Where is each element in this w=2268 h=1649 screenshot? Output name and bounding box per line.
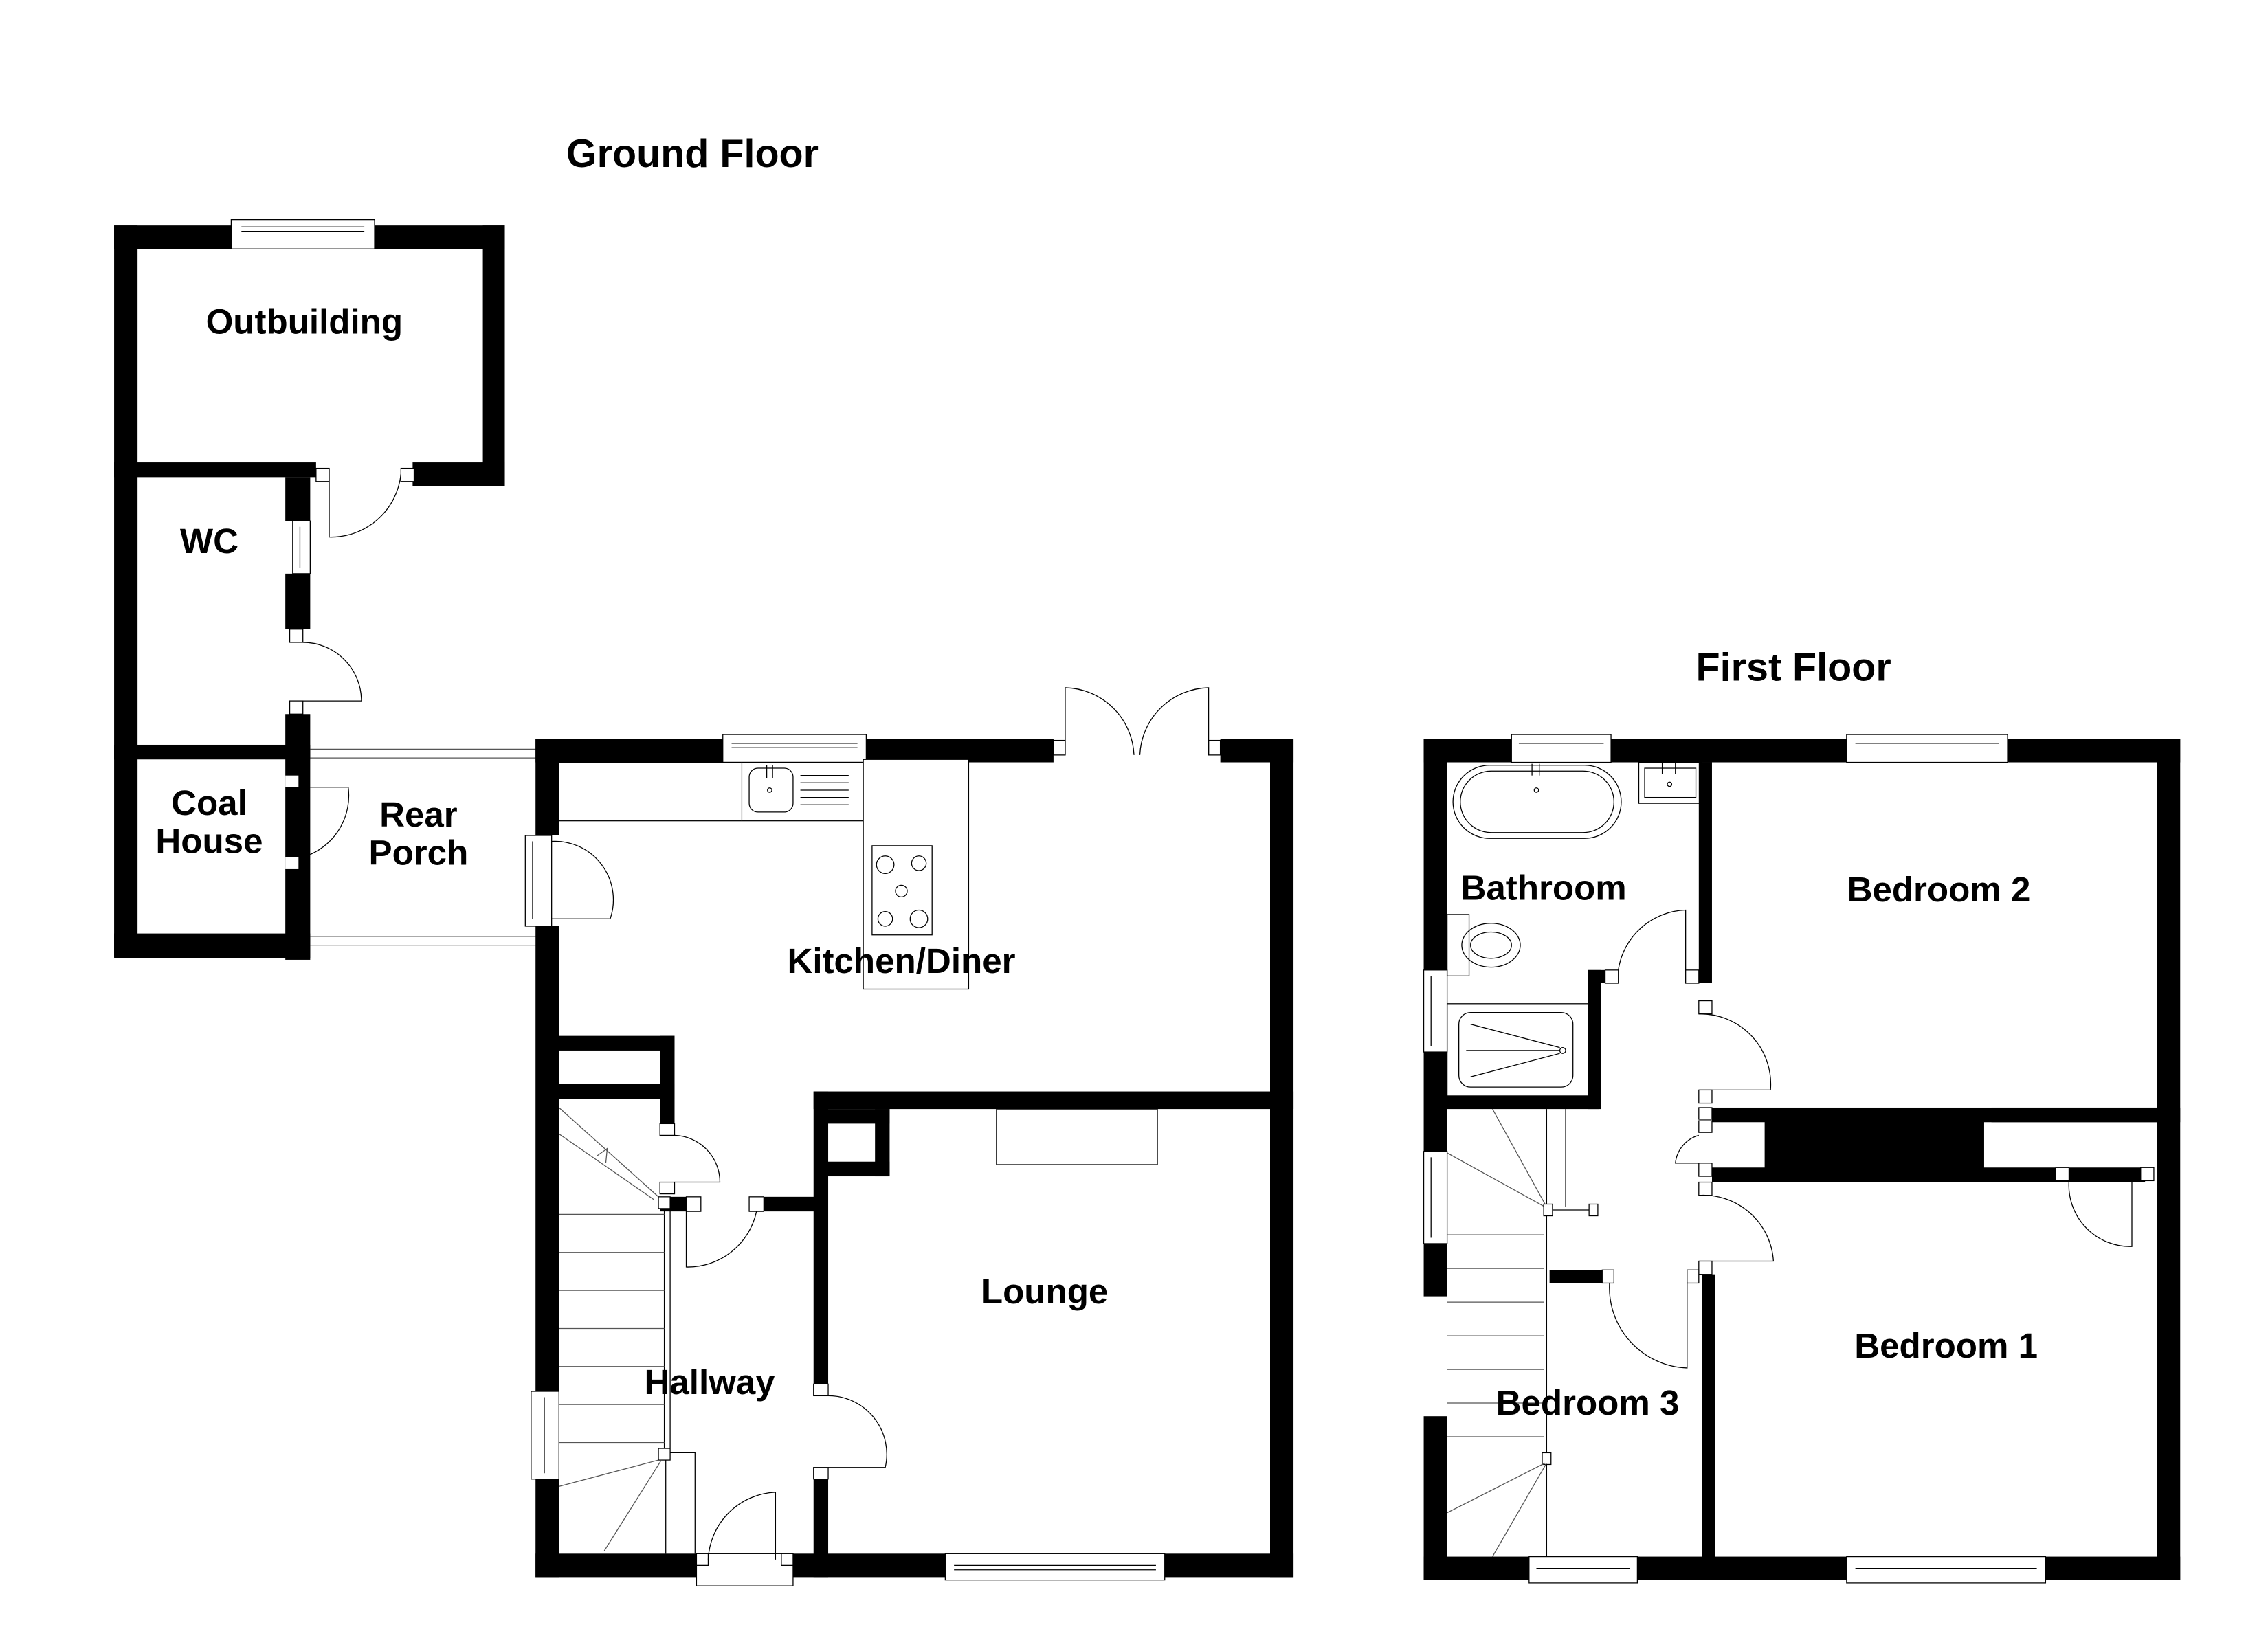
hob-icon	[871, 845, 933, 936]
bathtub-icon	[1452, 763, 1622, 839]
room-label-rear-porch-2: Porch	[369, 833, 469, 873]
first-floor-title: First Floor	[1696, 645, 1891, 689]
cupboard-door[interactable]	[674, 1134, 721, 1183]
outbuilding-block	[114, 219, 505, 960]
bedroom2-window	[1846, 734, 2008, 763]
front-door[interactable]	[707, 1492, 777, 1560]
bathroom-window	[1511, 734, 1612, 763]
bedroom2-door[interactable]	[1698, 1013, 1772, 1091]
basin-icon	[1638, 761, 1702, 804]
room-label-kitchen-diner: Kitchen/Diner	[787, 941, 1015, 980]
bedroom3-door[interactable]	[1609, 1283, 1688, 1369]
wc-window	[292, 520, 311, 574]
rear-porch	[310, 748, 539, 946]
room-label-bedroom-2: Bedroom 2	[1847, 870, 2031, 909]
bedroom1-window	[1846, 1556, 2047, 1584]
kitchen-sink	[748, 765, 849, 813]
rear-porch-door[interactable]	[551, 840, 614, 919]
staircase-first	[1447, 1108, 1599, 1557]
shower-tray-icon	[1446, 1003, 1590, 1097]
room-label-coal-house-2: House	[155, 822, 263, 861]
room-label-outbuilding: Outbuilding	[206, 302, 403, 341]
fireplace	[996, 1108, 1158, 1165]
lounge-door[interactable]	[828, 1395, 887, 1468]
airing-cupboard-door[interactable]	[1675, 1134, 1699, 1164]
french-door-left[interactable]	[1065, 687, 1135, 755]
coal-house-door[interactable]	[310, 787, 350, 855]
toilet-icon	[1446, 914, 1521, 976]
french-door-right[interactable]	[1139, 687, 1210, 755]
room-label-rear-porch-1: Rear	[379, 795, 458, 834]
wardrobe-door[interactable]	[2068, 1180, 2133, 1247]
wc-door[interactable]	[302, 642, 362, 702]
room-label-bedroom-3: Bedroom 3	[1496, 1383, 1680, 1422]
room-label-hallway: Hallway	[644, 1362, 775, 1402]
ground-floor-title: Ground Floor	[566, 132, 819, 176]
room-label-wc: WC	[180, 521, 238, 561]
first-floor	[1423, 734, 2181, 1584]
kitchen-door[interactable]	[685, 1211, 757, 1268]
kitchen-island	[863, 759, 970, 990]
kitchen-window	[722, 734, 867, 763]
stair-window	[531, 1391, 559, 1480]
room-label-bedroom-1: Bedroom 1	[1854, 1326, 2038, 1365]
room-label-lounge: Lounge	[981, 1272, 1108, 1311]
outbuilding-door[interactable]	[329, 474, 401, 538]
room-label-coal-house-1: Coal	[171, 783, 247, 822]
outbuilding-window	[230, 219, 375, 249]
bathroom-door[interactable]	[1618, 909, 1687, 970]
lounge-window	[944, 1553, 1166, 1581]
room-label-bathroom: Bathroom	[1461, 868, 1627, 908]
staircase-ground	[558, 1107, 696, 1554]
main-house-ground	[524, 687, 1294, 1586]
bedroom1-door[interactable]	[1698, 1194, 1775, 1262]
bedroom3-window	[1528, 1556, 1638, 1584]
